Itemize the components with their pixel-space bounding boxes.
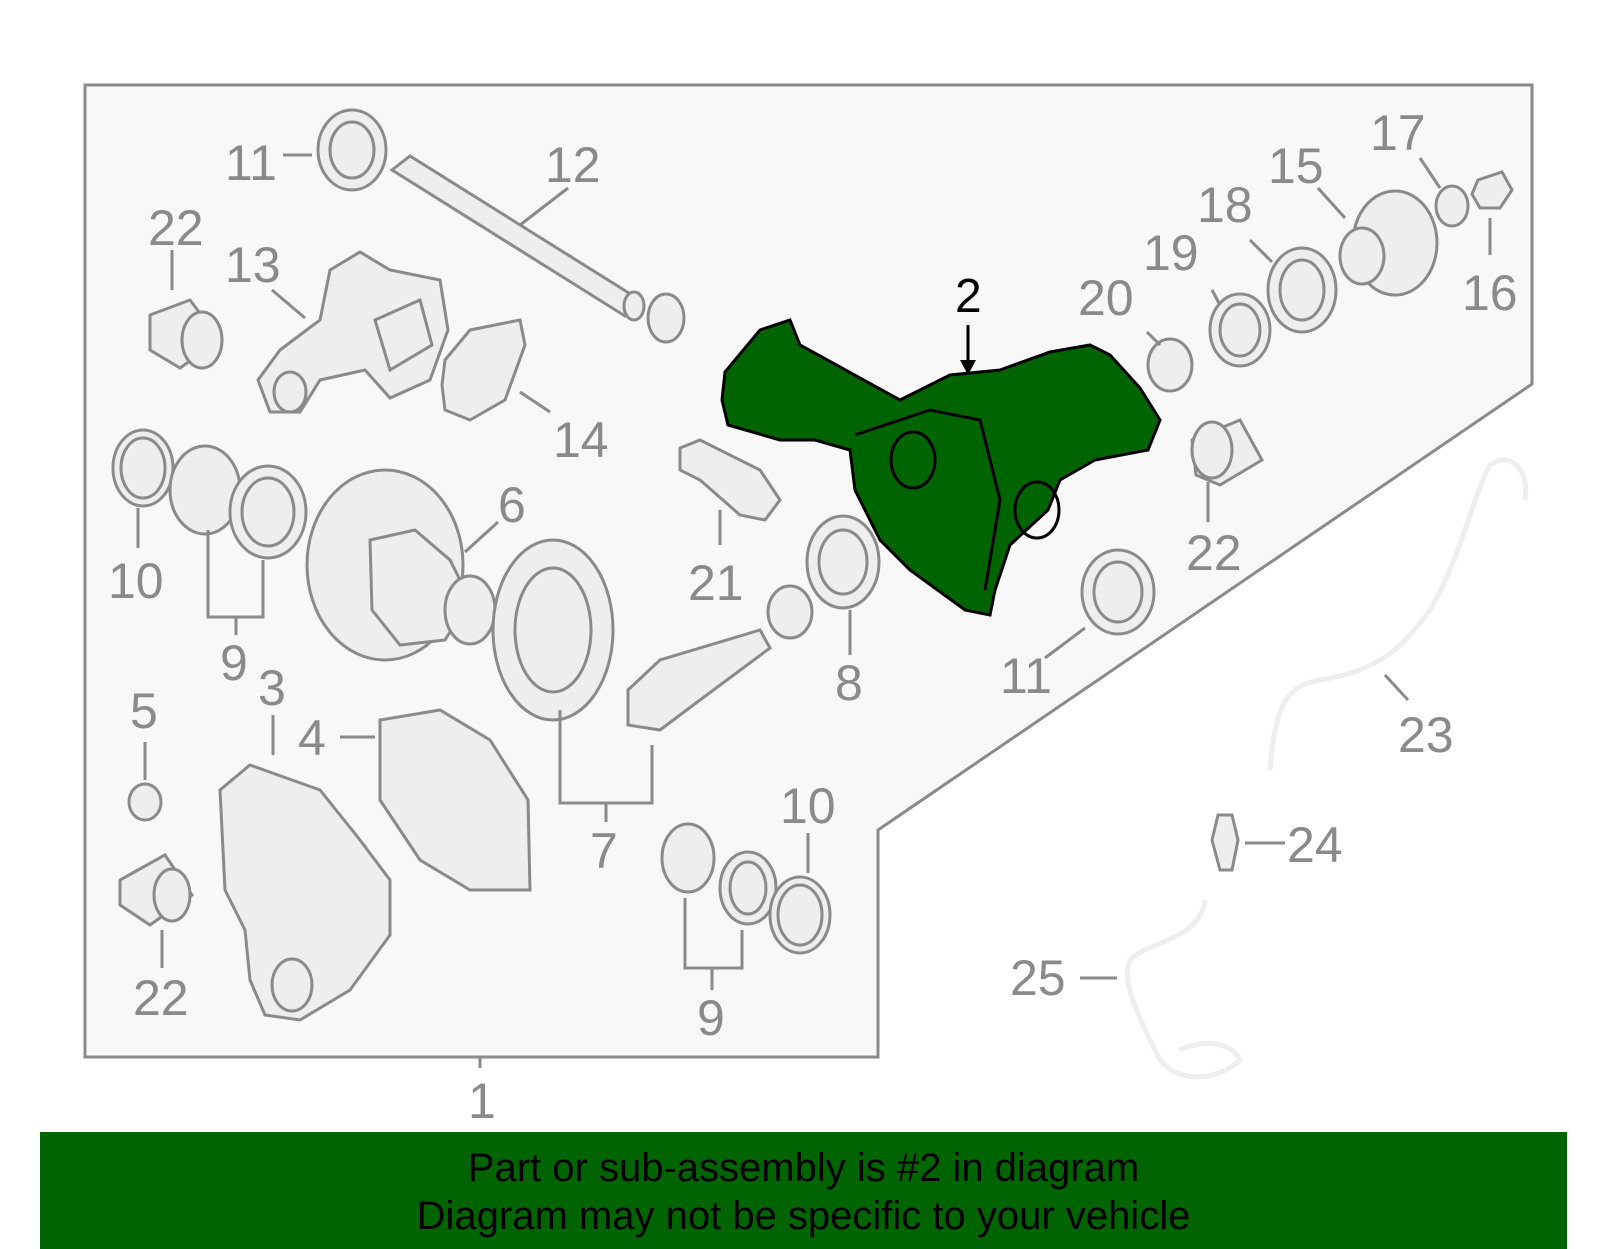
vent-tube-25-inner bbox=[1124, 899, 1244, 1080]
leader-lines bbox=[136, 153, 1492, 1068]
bearing-9-left[interactable] bbox=[168, 444, 308, 560]
callout-3: 3 bbox=[258, 660, 286, 716]
callout-13: 13 bbox=[225, 237, 281, 293]
companion-flange-15[interactable] bbox=[1338, 189, 1439, 297]
callout-11b: 11 bbox=[1000, 648, 1052, 704]
callout-22b: 22 bbox=[1186, 525, 1242, 581]
cover-gasket-4[interactable] bbox=[378, 708, 532, 892]
arrowhead-2 bbox=[960, 360, 976, 375]
sensor-21[interactable] bbox=[678, 438, 782, 522]
snap-ring-10-bottom[interactable] bbox=[768, 875, 832, 955]
callout-4: 4 bbox=[298, 710, 326, 766]
banner-line-2: Diagram may not be specific to your vehi… bbox=[416, 1194, 1191, 1238]
washer-17[interactable] bbox=[1434, 184, 1470, 228]
gasket-14[interactable] bbox=[440, 318, 527, 422]
callout-10a: 10 bbox=[108, 553, 164, 609]
callout-16: 16 bbox=[1462, 265, 1518, 321]
callout-23: 23 bbox=[1398, 707, 1454, 763]
callout-12: 12 bbox=[545, 137, 601, 193]
bearing-19[interactable] bbox=[1208, 292, 1272, 368]
callout-1: 1 bbox=[468, 1073, 496, 1129]
callout-17: 17 bbox=[1370, 105, 1426, 161]
banner-line-1: Part or sub-assembly is #2 in diagram bbox=[467, 1146, 1140, 1190]
callout-15: 15 bbox=[1268, 138, 1324, 194]
callout-7: 7 bbox=[590, 823, 618, 879]
snap-ring-10-left[interactable] bbox=[111, 428, 175, 508]
callout-18: 18 bbox=[1197, 177, 1253, 233]
callout-19: 19 bbox=[1143, 225, 1199, 281]
callout-9a: 9 bbox=[220, 635, 248, 691]
callout-14: 14 bbox=[553, 412, 609, 468]
breather-plug-24[interactable] bbox=[1210, 813, 1240, 872]
plug-5[interactable] bbox=[127, 782, 163, 822]
oil-seal-11-top[interactable] bbox=[316, 108, 388, 192]
callout-10b: 10 bbox=[780, 778, 836, 834]
bushing-22-bottom-left[interactable] bbox=[118, 853, 195, 927]
vent-hose-23-inner bbox=[1267, 457, 1529, 771]
bushing-22-top-left[interactable] bbox=[148, 298, 224, 370]
axle-shaft-12[interactable] bbox=[389, 154, 686, 344]
callout-labels: 1 2 3 4 5 6 7 8 9 9 10 10 11 11 12 13 14… bbox=[108, 105, 1518, 1129]
bushing-22-right[interactable] bbox=[1190, 418, 1265, 487]
info-banner: Part or sub-assembly is #2 in diagram Di… bbox=[40, 1132, 1567, 1249]
nut-16[interactable] bbox=[1470, 170, 1514, 210]
oil-seal-8[interactable] bbox=[805, 514, 881, 610]
callout-6: 6 bbox=[498, 477, 526, 533]
mount-bracket-13[interactable] bbox=[256, 250, 450, 414]
rear-cover-3[interactable] bbox=[218, 763, 392, 1022]
o-ring-pinion[interactable] bbox=[766, 584, 814, 640]
bearing-9-bottom[interactable] bbox=[660, 822, 778, 926]
callout-21: 21 bbox=[688, 555, 744, 611]
callout-5: 5 bbox=[130, 683, 158, 739]
callout-2: 2 bbox=[955, 270, 982, 323]
oil-seal-18[interactable] bbox=[1266, 246, 1338, 334]
callout-25: 25 bbox=[1010, 950, 1066, 1006]
bushing-20[interactable] bbox=[1146, 337, 1194, 393]
differential-case-6[interactable] bbox=[305, 468, 497, 662]
ring-and-pinion-gear-7[interactable] bbox=[491, 538, 772, 732]
callout-24: 24 bbox=[1287, 817, 1343, 873]
callout-8: 8 bbox=[835, 655, 863, 711]
differential-carrier-housing-2[interactable] bbox=[720, 318, 1162, 617]
callout-22c: 22 bbox=[133, 970, 189, 1026]
callout-9b: 9 bbox=[697, 990, 725, 1046]
callout-11a: 11 bbox=[225, 135, 277, 191]
oil-seal-11-right[interactable] bbox=[1080, 548, 1156, 636]
callout-20: 20 bbox=[1078, 270, 1134, 326]
callout-22a: 22 bbox=[148, 200, 204, 256]
